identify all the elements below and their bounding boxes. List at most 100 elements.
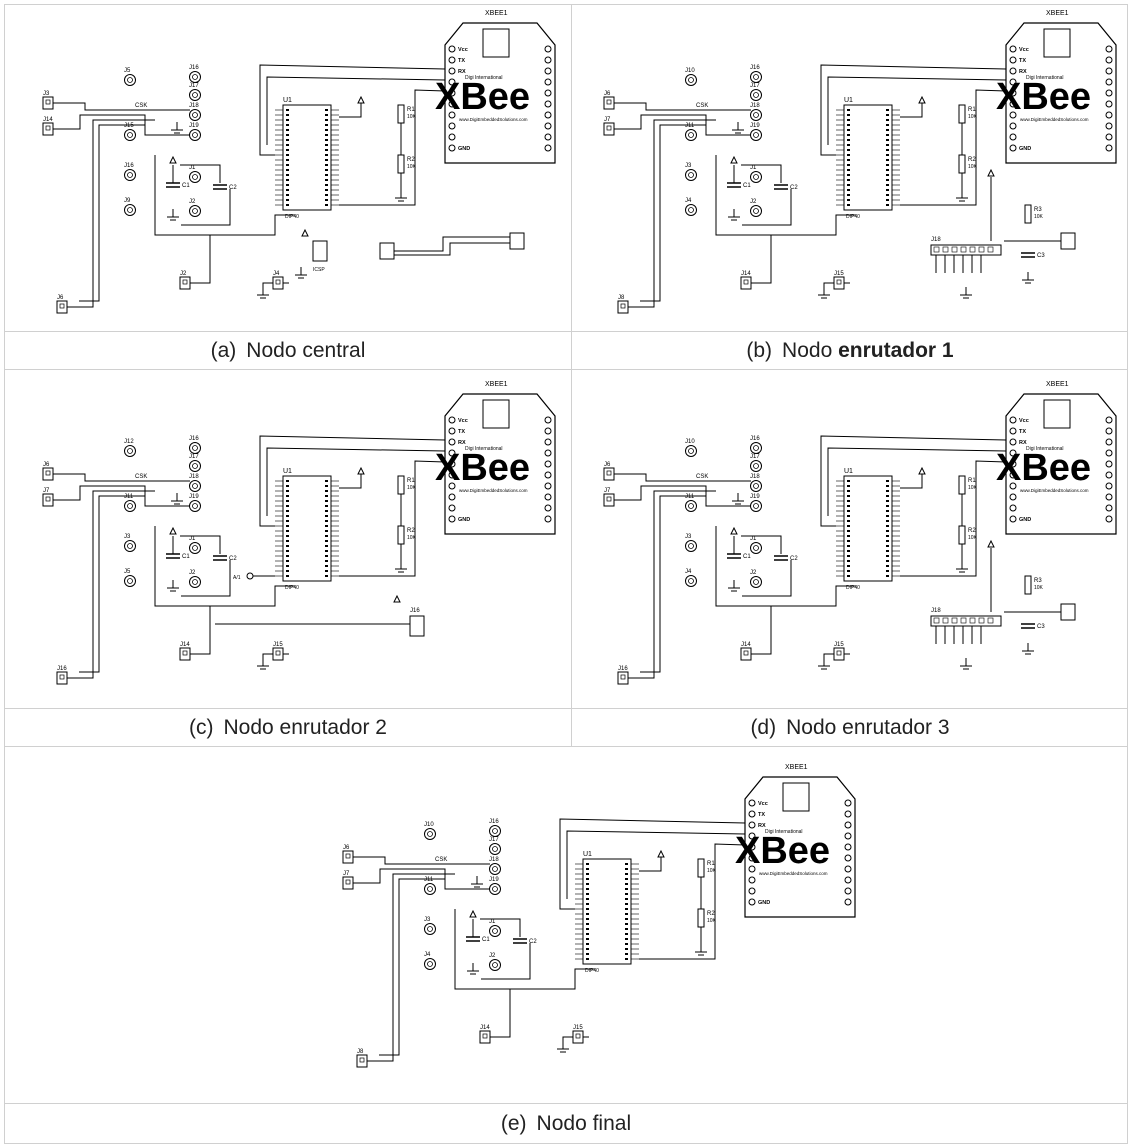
connector-header: [603, 96, 615, 110]
jack-center: [688, 77, 694, 83]
caption-b: (b) Nodo enrutador 1: [572, 331, 1128, 369]
jack-label: J4: [685, 198, 692, 204]
vcc-symbol: [393, 594, 401, 603]
xbee-pin-label: RX: [1019, 440, 1027, 446]
jack-symbol: [124, 500, 136, 512]
microcontroller-body: [282, 475, 332, 582]
jack-symbol: [750, 576, 762, 588]
jack-symbol: [750, 460, 762, 472]
jack-symbol: [189, 109, 201, 121]
chip-pin-mark: [325, 550, 328, 552]
chip-pin-mark: [886, 184, 889, 186]
xbee-pin: [448, 89, 456, 97]
xbee-pin: [1105, 89, 1113, 97]
wire: [262, 653, 273, 658]
chip-pin-mark: [325, 114, 328, 116]
chip-pin-mark: [625, 933, 628, 935]
xbee-antenna: [782, 782, 810, 812]
wire: [900, 474, 923, 489]
microcontroller-body: [582, 858, 632, 965]
xbee-pin: [844, 810, 852, 818]
chip-pin-mark: [847, 154, 850, 156]
connector-header: [603, 122, 615, 136]
xbee-pin: [1105, 438, 1113, 446]
chip-pin-mark: [886, 109, 889, 111]
xbee-pin-label: TX: [458, 58, 465, 64]
wire: [266, 447, 446, 516]
xbee-pin-label: TX: [758, 812, 765, 818]
connector-header: [342, 876, 354, 890]
xbee-pin-label: RX: [758, 823, 766, 829]
row-divider: [5, 369, 1127, 370]
jack-center: [753, 579, 759, 585]
jack-symbol: [124, 74, 136, 86]
vcc-symbol: [169, 526, 177, 535]
wire: [259, 435, 446, 527]
xbee-pin: [1009, 493, 1017, 501]
chip-pin-mark: [625, 918, 628, 920]
xbee-pin: [448, 144, 456, 152]
jack-center: [688, 172, 694, 178]
wire: [180, 164, 221, 183]
xbee-pin: [1009, 100, 1017, 108]
chip-pin-mark: [286, 575, 289, 577]
jack-label: J17: [189, 83, 199, 89]
xbee-pin: [448, 427, 456, 435]
wire: [259, 64, 446, 156]
chip-pin-mark: [886, 535, 889, 537]
xbee-pin: [1009, 144, 1017, 152]
vcc-symbol: [730, 526, 738, 535]
wire: [827, 76, 1007, 145]
jack-center: [753, 132, 759, 138]
header-2pin: [509, 232, 525, 250]
xbee-pin: [1105, 133, 1113, 141]
xbee-pin: [544, 449, 552, 457]
jack-center: [127, 503, 133, 509]
wire: [180, 535, 221, 554]
microcontroller-body: [843, 475, 893, 582]
xbee-pin: [1105, 504, 1113, 512]
jack-center: [427, 961, 433, 967]
jack-symbol: [124, 169, 136, 181]
resistor: [1024, 204, 1032, 224]
chip-pin-mark: [286, 164, 289, 166]
chip-pin-mark: [886, 525, 889, 527]
connector-pin: [182, 279, 188, 285]
jack-center: [492, 828, 498, 834]
chip-pin-mark: [886, 169, 889, 171]
xbee-pin: [544, 482, 552, 490]
wire: [454, 909, 595, 990]
xbee-pin: [1105, 427, 1113, 435]
vcc-symbol: [469, 909, 477, 918]
jack-symbol: [750, 205, 762, 217]
jack-center: [192, 132, 198, 138]
chip-pin-mark: [286, 505, 289, 507]
connector-pin: [606, 125, 612, 131]
connector-pin: [45, 99, 51, 105]
xbee-pin-label: Vcc: [758, 801, 768, 807]
jack-center: [492, 846, 498, 852]
chip-pin-mark: [625, 948, 628, 950]
chip-pin-mark: [586, 908, 589, 910]
capacitor-label: C2: [529, 939, 537, 945]
capacitor-label: C3: [1037, 253, 1045, 259]
chip-pin-mark: [625, 928, 628, 930]
xbee-pin: [748, 865, 756, 873]
jack-symbol: [750, 71, 762, 83]
chip-pin-mark: [886, 540, 889, 542]
xbee-pin: [1009, 449, 1017, 457]
wire: [757, 606, 772, 655]
chip-pin-mark: [847, 485, 850, 487]
jack-center: [192, 208, 198, 214]
xbee-pin: [544, 89, 552, 97]
jack-label: J12: [124, 439, 134, 445]
resistor-value: 10K: [1034, 585, 1044, 591]
jack-label: J16: [750, 436, 760, 442]
jack-label: J18: [489, 857, 499, 863]
xbee-pin: [1105, 471, 1113, 479]
xbee-brand: Digi International: [465, 75, 503, 81]
